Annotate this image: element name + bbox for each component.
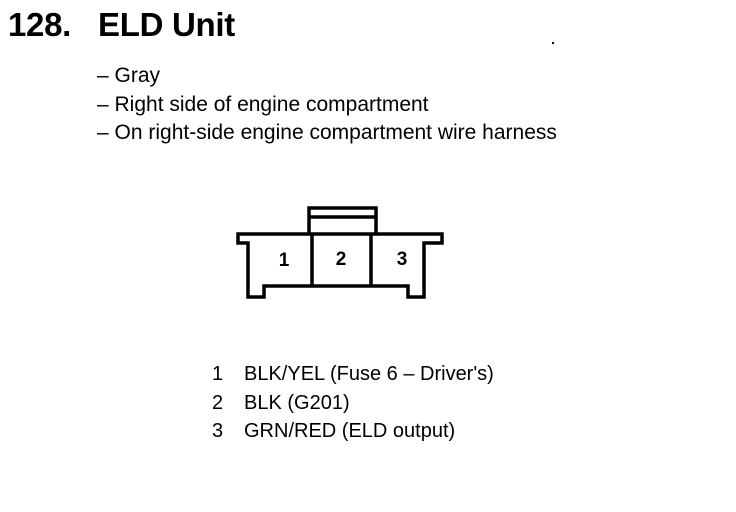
component-details: – Gray – Right side of engine compartmen… bbox=[97, 62, 557, 148]
detail-location: – Right side of engine compartment bbox=[97, 92, 429, 116]
pinout-row: 1 BLK/YEL (Fuse 6 – Driver's) bbox=[212, 360, 494, 389]
pinout-row: 3 GRN/RED (ELD output) bbox=[212, 417, 494, 446]
pin-number: 3 bbox=[212, 420, 224, 442]
connector-housing bbox=[236, 232, 444, 299]
pin-description: GRN/RED (ELD output) bbox=[244, 420, 456, 442]
cavity-label-2: 2 bbox=[336, 249, 347, 270]
scan-speck bbox=[552, 42, 554, 44]
pinout-row: 2 BLK (G201) bbox=[212, 389, 494, 418]
pin-description: BLK/YEL (Fuse 6 – Driver's) bbox=[244, 363, 494, 385]
page-title: 128. ELD Unit bbox=[8, 6, 235, 44]
pin-description: BLK (G201) bbox=[244, 391, 350, 414]
pin-number: 2 bbox=[212, 391, 224, 414]
pin-number: 1 bbox=[212, 363, 224, 385]
connector-lock-tab bbox=[307, 206, 378, 234]
cavity-label-1: 1 bbox=[279, 250, 290, 271]
component-name: ELD Unit bbox=[98, 6, 235, 43]
detail-harness: – On right-side engine compartment wire … bbox=[97, 121, 557, 144]
detail-color: – Gray bbox=[97, 64, 161, 87]
component-number: 128. bbox=[8, 6, 72, 43]
connector-diagram: 1 2 3 bbox=[236, 206, 444, 299]
pinout-list: 1 BLK/YEL (Fuse 6 – Driver's) 2 BLK (G201)… bbox=[212, 360, 494, 446]
cavity-label-3: 3 bbox=[397, 249, 408, 270]
